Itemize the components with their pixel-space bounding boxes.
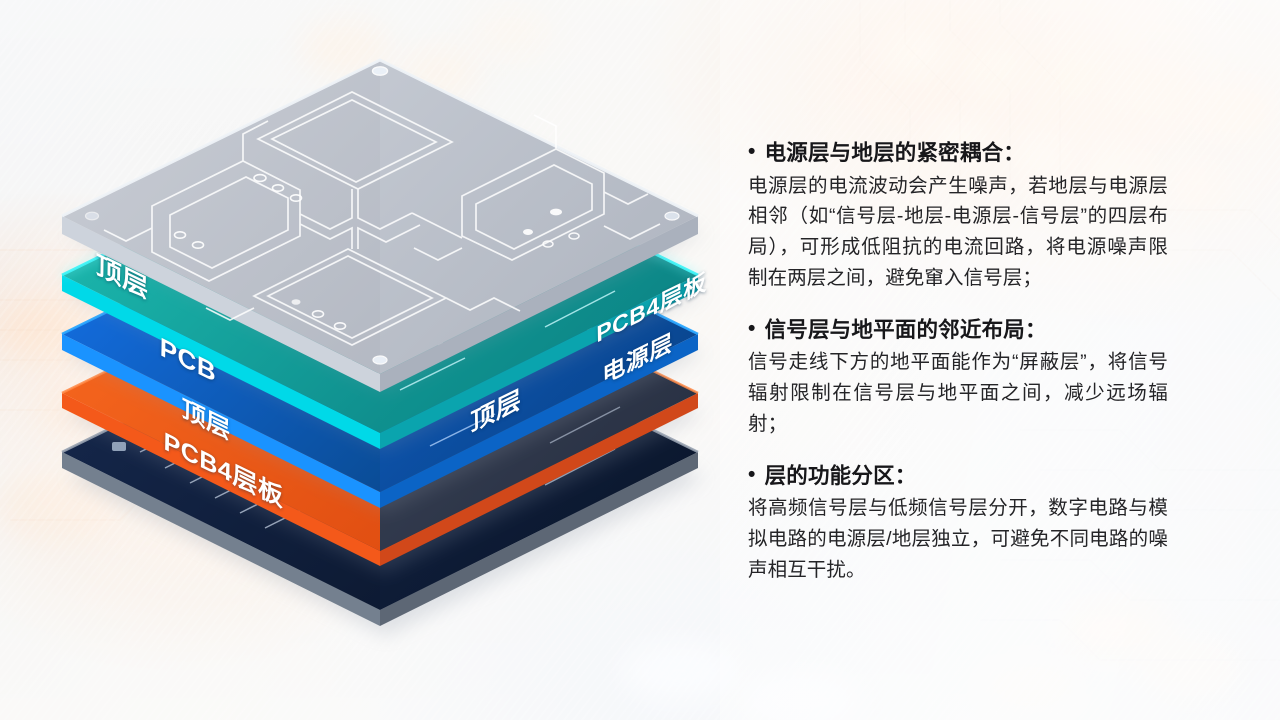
text-section-1: • 电源层与地层的紧密耦合： 电源层的电流波动会产生噪声，若地层与电源层相邻（如… — [748, 138, 1168, 294]
pcb-layer-stack: 顶层 PCB 顶层 PCB4层板 PCB4层板 电源层 顶层 — [60, 58, 707, 636]
section-3-heading: • 层的功能分区： — [748, 461, 1168, 492]
section-3-heading-text: 层的功能分区： — [764, 463, 917, 488]
bullet-icon-1: • — [748, 140, 756, 163]
bullet-icon-3: • — [748, 462, 756, 486]
bullet-icon-2: • — [748, 316, 756, 340]
section-2-heading: • 信号层与地平面的邻近布局： — [748, 315, 1168, 346]
pcb-layer-top — [61, 58, 704, 392]
section-2-heading-text: 信号层与地平面的邻近布局： — [764, 317, 1047, 342]
section-2-body: 信号走线下方的地平面能作为“屏蔽层”，将信号辐射限制在信号层与地平面之间，减少远… — [748, 351, 1168, 435]
text-section-3: • 层的功能分区： 将高频信号层与低频信号层分开，数字电路与模拟电路的电源层/地… — [748, 461, 1168, 586]
text-section-2: • 信号层与地平面的邻近布局： 信号走线下方的地平面能作为“屏蔽层”，将信号辐射… — [748, 315, 1168, 440]
background-right-panel — [720, 0, 1280, 720]
section-1-body: 电源层的电流波动会产生噪声，若地层与电源层相邻（如“信号层-地层-电源层-信号层… — [748, 174, 1168, 289]
section-1-heading-text: 电源层与地层的紧密耦合： — [764, 141, 1025, 165]
explanation-text-column: • 电源层与地层的紧密耦合： 电源层的电流波动会产生噪声，若地层与电源层相邻（如… — [748, 138, 1168, 586]
section-3-body: 将高频信号层与低频信号层分开，数字电路与模拟电路的电源层/地层独立，可避免不同电… — [748, 497, 1168, 581]
section-1-heading: • 电源层与地层的紧密耦合： — [748, 138, 1168, 169]
